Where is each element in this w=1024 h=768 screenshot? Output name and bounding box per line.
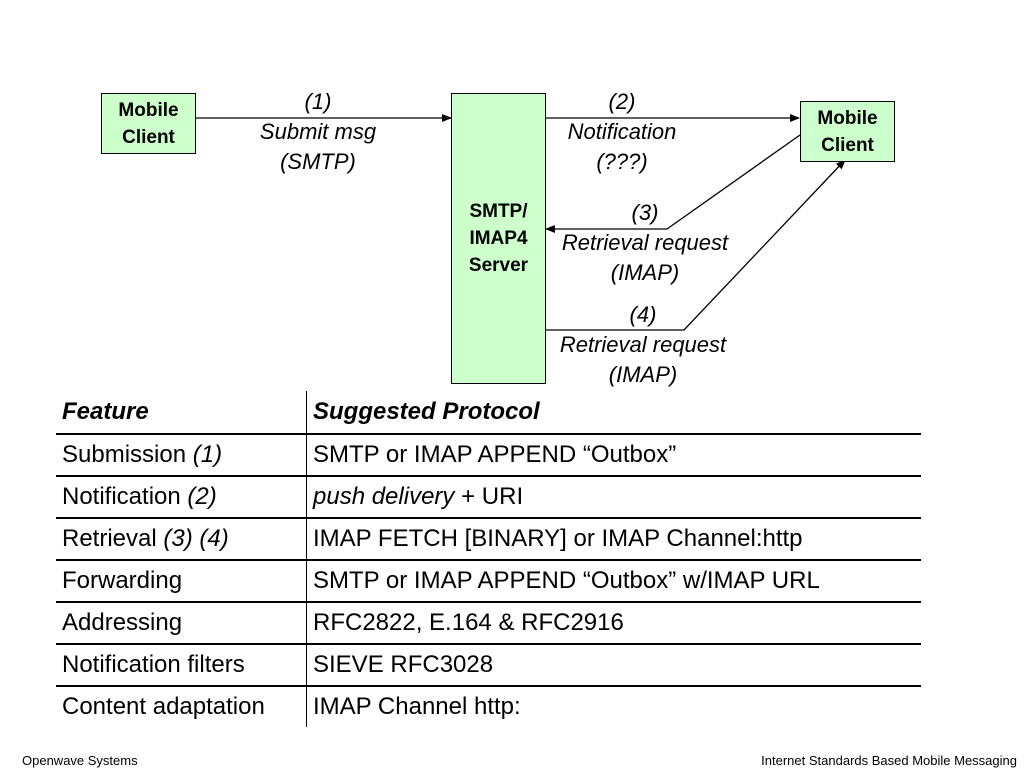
mobile-client-right-line1: Mobile (817, 107, 878, 129)
step3-protocol: (IMAP) (610, 260, 680, 285)
step1-label: (1) Submit msg (SMTP) (228, 87, 408, 177)
arrow-retrieval-4 (546, 159, 846, 331)
mobile-client-left-line2: Client (122, 126, 175, 148)
table-row: Submission (1) SMTP or IMAP APPEND “Outb… (56, 433, 921, 476)
step1-number: (1) (304, 89, 332, 114)
protocol-emphasis: push delivery (313, 483, 455, 510)
protocol-cell: SMTP or IMAP APPEND “Outbox” (306, 433, 921, 476)
protocol-text: SIEVE RFC3028 (313, 651, 494, 678)
mobile-client-left-line1: Mobile (118, 99, 179, 121)
mobile-client-right-box: Mobile Client (800, 101, 895, 162)
table-row: Notification filters SIEVE RFC3028 (56, 643, 921, 686)
step3-text: Retrieval request (561, 230, 729, 255)
server-line2: IMAP4 (469, 228, 528, 249)
feature-text: Submission (62, 441, 193, 468)
feature-cell: Notification (2) (56, 475, 307, 518)
header-suggested-protocol: Suggested Protocol (306, 391, 921, 435)
table-header-row: Feature Suggested Protocol (56, 391, 921, 435)
step4-label: (4) Retrieval request (IMAP) (538, 300, 748, 390)
protocol-cell: SIEVE RFC3028 (306, 643, 921, 686)
table-row: Notification (2) push delivery + URI (56, 475, 921, 518)
server-line1: SMTP/ (469, 201, 528, 222)
diagram-arrows (195, 114, 846, 331)
server-line3: Server (468, 255, 529, 276)
step3-label: (3) Retrieval request (IMAP) (540, 198, 750, 288)
step2-text: Notification (567, 119, 677, 144)
protocol-text: + URI (454, 483, 524, 510)
step1-protocol: (SMTP) (280, 149, 356, 174)
feature-ref: (3) (4) (163, 525, 229, 552)
protocol-cell: push delivery + URI (306, 475, 921, 518)
feature-text: Content adaptation (62, 693, 265, 720)
feature-ref: (2) (187, 483, 217, 510)
feature-cell: Addressing (56, 601, 307, 644)
feature-text: Notification filters (62, 651, 245, 678)
protocol-cell: SMTP or IMAP APPEND “Outbox” w/IMAP URL (306, 559, 921, 602)
feature-cell: Submission (1) (56, 433, 307, 476)
mobile-client-left-box: Mobile Client (101, 93, 196, 154)
footer-left: Openwave Systems (22, 753, 138, 768)
footer-right: Internet Standards Based Mobile Messagin… (761, 753, 1017, 768)
step2-protocol: (???) (596, 149, 648, 174)
step3-number: (3) (631, 200, 659, 225)
protocol-text: RFC2822, E.164 & RFC2916 (313, 609, 624, 636)
protocol-cell: IMAP FETCH [BINARY] or IMAP Channel:http (306, 517, 921, 560)
header-feature: Feature (56, 391, 307, 435)
feature-text: Retrieval (62, 525, 164, 552)
step4-protocol: (IMAP) (608, 362, 678, 387)
step2-number: (2) (608, 89, 636, 114)
protocol-text: IMAP FETCH [BINARY] or IMAP Channel:http (313, 525, 803, 552)
feature-cell: Retrieval (3) (4) (56, 517, 307, 560)
step4-text: Retrieval request (559, 332, 727, 357)
mobile-client-right-line2: Client (821, 134, 874, 156)
feature-text: Forwarding (62, 567, 183, 594)
step4-number: (4) (629, 302, 657, 327)
protocol-text: SMTP or IMAP APPEND “Outbox” w/IMAP URL (313, 567, 820, 594)
feature-cell: Forwarding (56, 559, 307, 602)
feature-ref: (1) (192, 441, 223, 468)
step2-label: (2) Notification (???) (532, 87, 712, 177)
feature-text: Addressing (62, 609, 183, 636)
table-row: Content adaptation IMAP Channel http: (56, 685, 921, 727)
feature-cell: Notification filters (56, 643, 307, 686)
protocol-text: IMAP Channel http: (313, 693, 521, 720)
table-row: Forwarding SMTP or IMAP APPEND “Outbox” … (56, 559, 921, 602)
feature-protocol-table: Feature Suggested Protocol Submission (1… (56, 391, 921, 727)
arrow-retrieval-3 (545, 134, 801, 233)
smtp-imap4-server-box: SMTP/ IMAP4 Server (451, 93, 546, 384)
table-row: Addressing RFC2822, E.164 & RFC2916 (56, 601, 921, 644)
protocol-cell: IMAP Channel http: (306, 685, 921, 727)
step1-text: Submit msg (259, 119, 377, 144)
protocol-cell: RFC2822, E.164 & RFC2916 (306, 601, 921, 644)
table-row: Retrieval (3) (4) IMAP FETCH [BINARY] or… (56, 517, 921, 560)
protocol-text: SMTP or IMAP APPEND “Outbox” (313, 441, 677, 468)
feature-cell: Content adaptation (56, 685, 307, 727)
feature-text: Notification (62, 483, 188, 510)
